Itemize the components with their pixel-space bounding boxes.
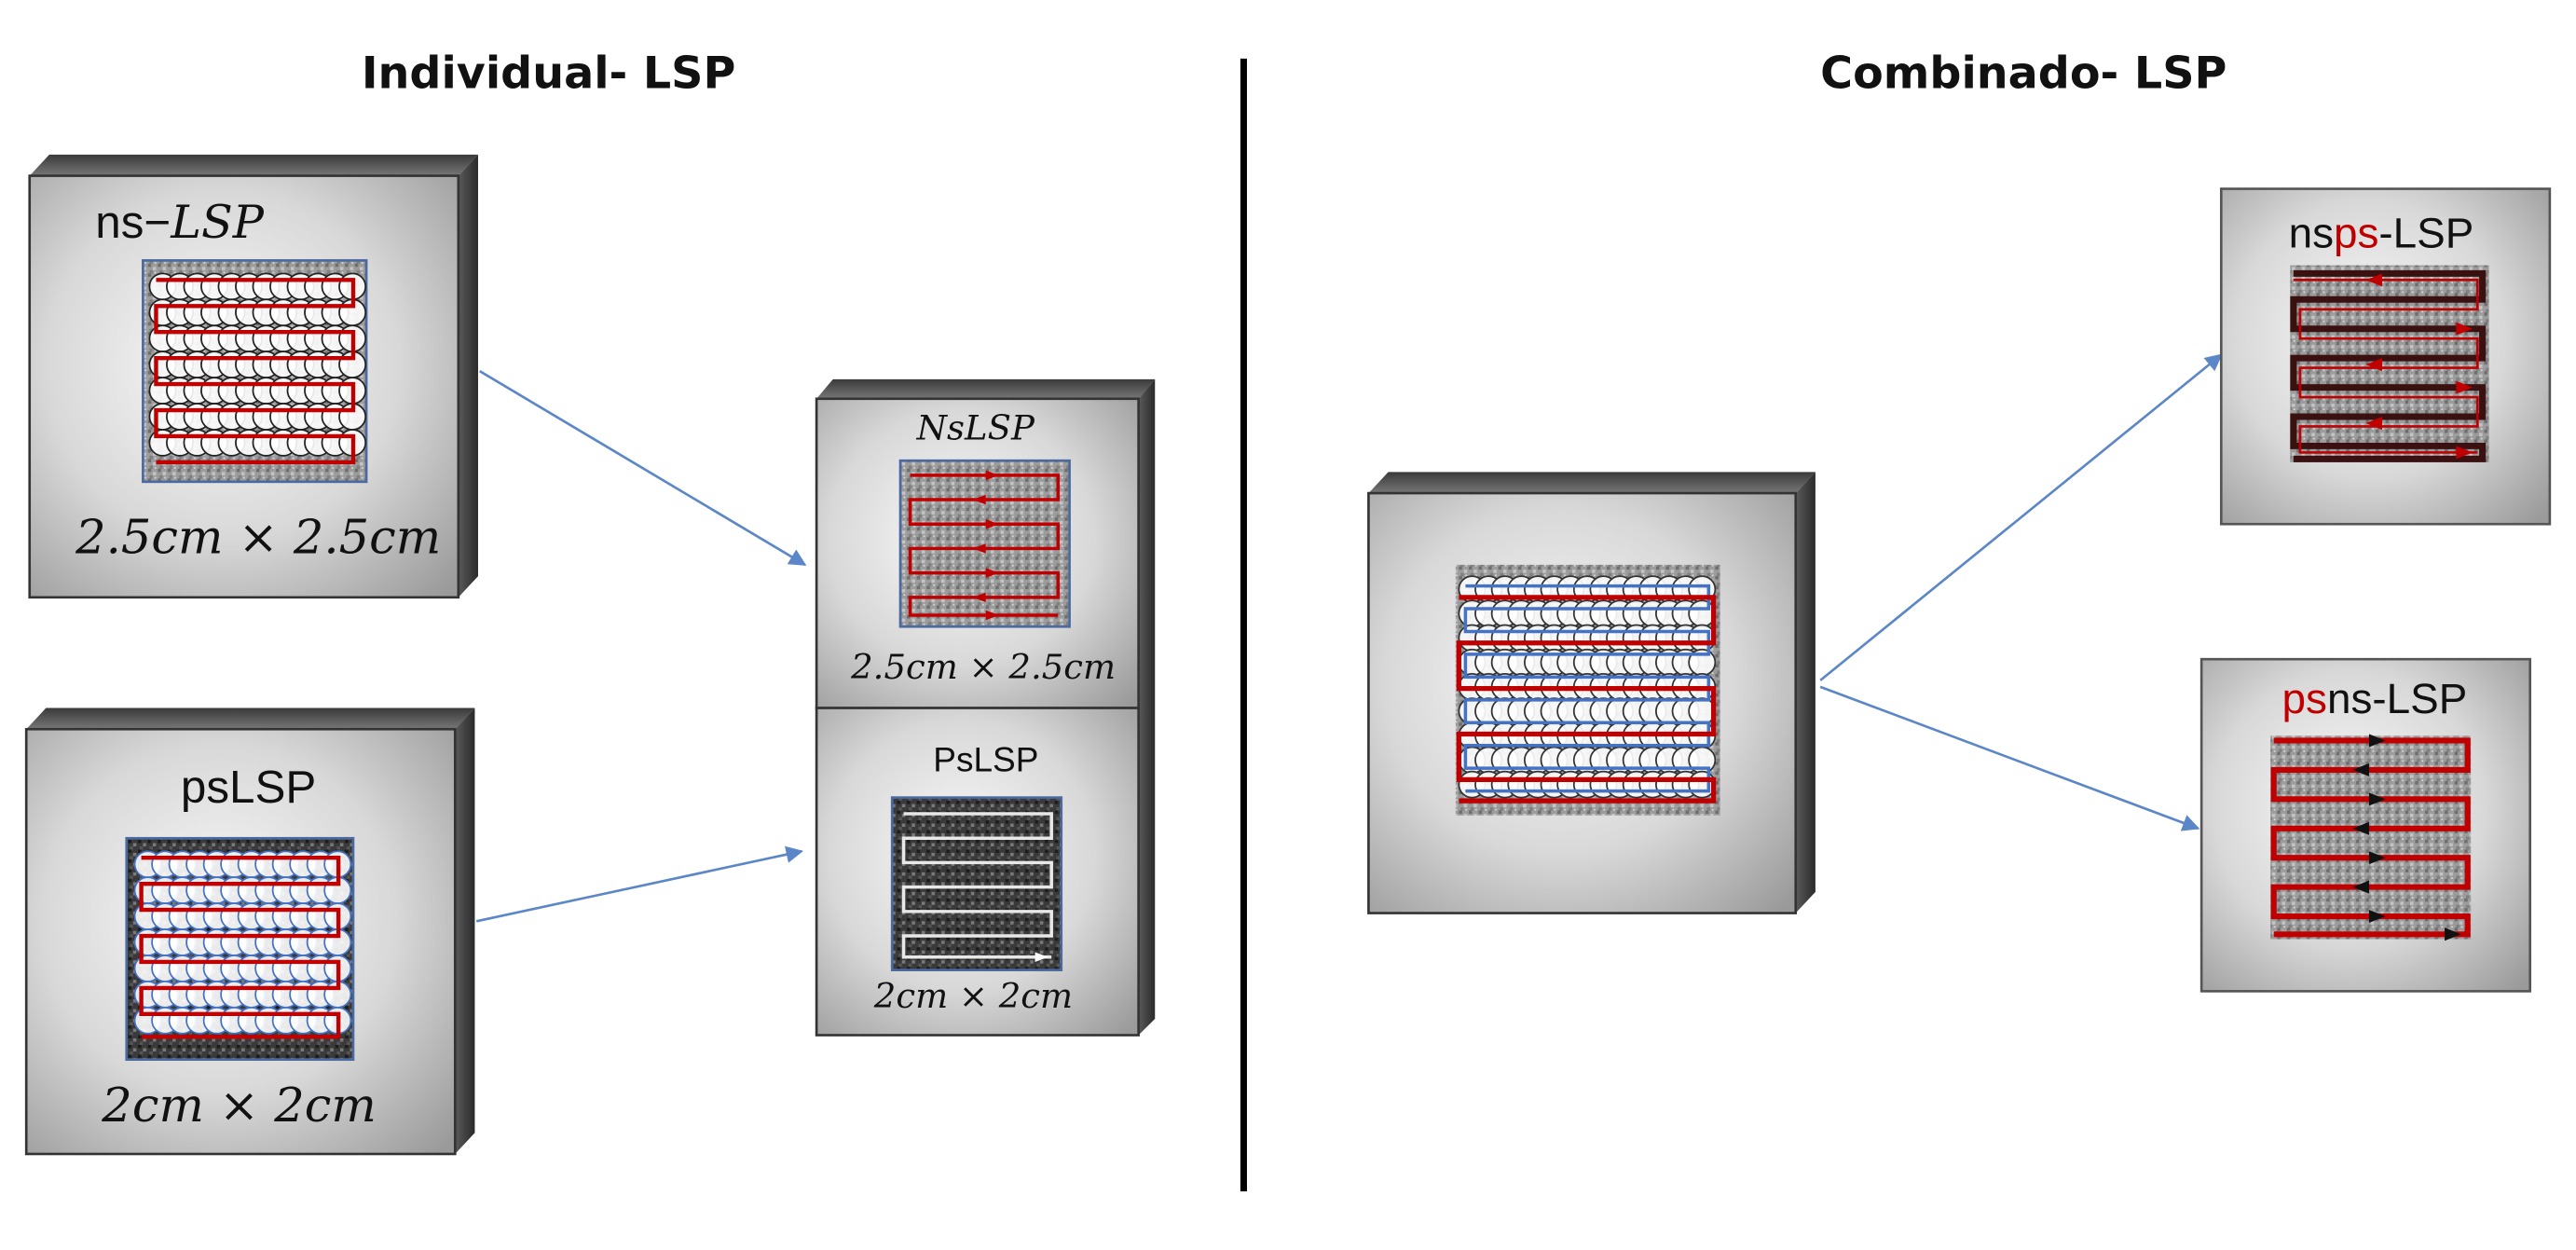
ns-size: 2.5cm × 2.5cm [75, 509, 442, 565]
nsps-block [2219, 187, 2552, 526]
psns-block [2199, 657, 2532, 993]
ns-sample [142, 259, 368, 484]
ns-block [28, 154, 478, 599]
psns-label: psns-LSP [2282, 674, 2468, 724]
combined-block [1367, 472, 1816, 914]
psns-label-a: ps [2281, 673, 2327, 723]
ns-label-math: LSP [171, 195, 265, 250]
psns-sample [2270, 734, 2472, 941]
ps-block [24, 707, 475, 1156]
ns-scan-path [154, 278, 356, 465]
psns-label-b: ns [2326, 673, 2373, 723]
arrow-ns-to-output [479, 369, 807, 567]
ns-label-prefix: ns− [95, 197, 171, 248]
ps-label: psLSP [180, 762, 317, 813]
psns-label-c: -LSP [2372, 673, 2468, 723]
nsps-label-b: ps [2334, 208, 2379, 257]
pslsp-size: 2cm × 2cm [873, 976, 1074, 1016]
arrow-ps-to-output [475, 845, 804, 923]
ps-size: 2cm × 2cm [102, 1077, 377, 1133]
ps-sample [125, 836, 355, 1062]
nslsp-size: 2.5cm × 2.5cm [851, 647, 1117, 687]
output-stack [815, 378, 1156, 1037]
individual-title: Individual- LSP [361, 48, 736, 100]
nsps-label-a: ns [2288, 208, 2335, 257]
nslsp-label: NsLSP [916, 408, 1035, 448]
nsps-label: nsps-LSP [2289, 209, 2474, 259]
arrow-combined-to-psns [1819, 685, 2200, 831]
ns-label: ns−LSP [95, 196, 264, 250]
nsps-sample [2290, 265, 2489, 462]
pslsp-sample [890, 796, 1063, 971]
combined-sample [1455, 564, 1720, 816]
combined-title: Combinado- LSP [1820, 48, 2227, 100]
nslsp-sample [898, 459, 1071, 628]
ps-scan-path [139, 856, 341, 1039]
pslsp-label: PsLSP [933, 742, 1039, 780]
arrow-combined-to-nsps [1819, 353, 2223, 681]
nsps-label-c: -LSP [2378, 208, 2474, 257]
combined-ns-path [1456, 595, 1717, 804]
